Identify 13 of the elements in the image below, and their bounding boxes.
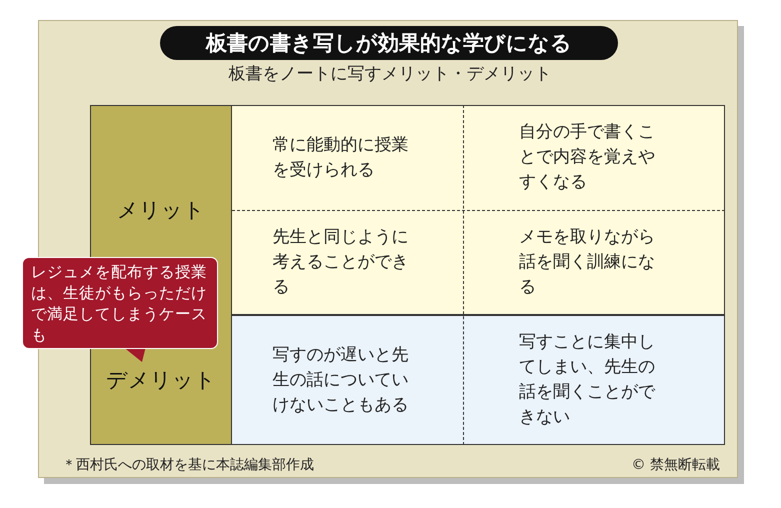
table-cell-text: 写すのが遅いと先生の話についていけないこともある <box>272 344 410 416</box>
title: 板書の書き写しが効果的な学びになる <box>160 26 618 60</box>
row-heading: メリット <box>117 197 205 224</box>
footnote: ＊西村氏への取材を基に本誌編集部作成 <box>62 456 315 475</box>
table-cell-text: 先生と同じように考えることができる <box>272 226 410 299</box>
table-cell-text: 自分の手で書くことで内容を覚えやすくなる <box>519 121 656 194</box>
subtitle: 板書をノートに写すメリット・デメリット <box>228 63 552 86</box>
callout-bubble: レジュメを配布する授業は、生徒がもらっただけで満足してしまうケースも <box>22 257 218 349</box>
table-cell-text: メモを取りながら話を聞く訓練になる <box>519 226 656 299</box>
table-cell-text: 写すことに集中してしまい、先生の話を聞くことができない <box>519 331 656 429</box>
copyright-note: © 禁無断転載 <box>630 456 720 475</box>
table-cell-text: 常に能動的に授業を受けられる <box>272 134 410 182</box>
row-heading: デメリット <box>106 367 216 394</box>
